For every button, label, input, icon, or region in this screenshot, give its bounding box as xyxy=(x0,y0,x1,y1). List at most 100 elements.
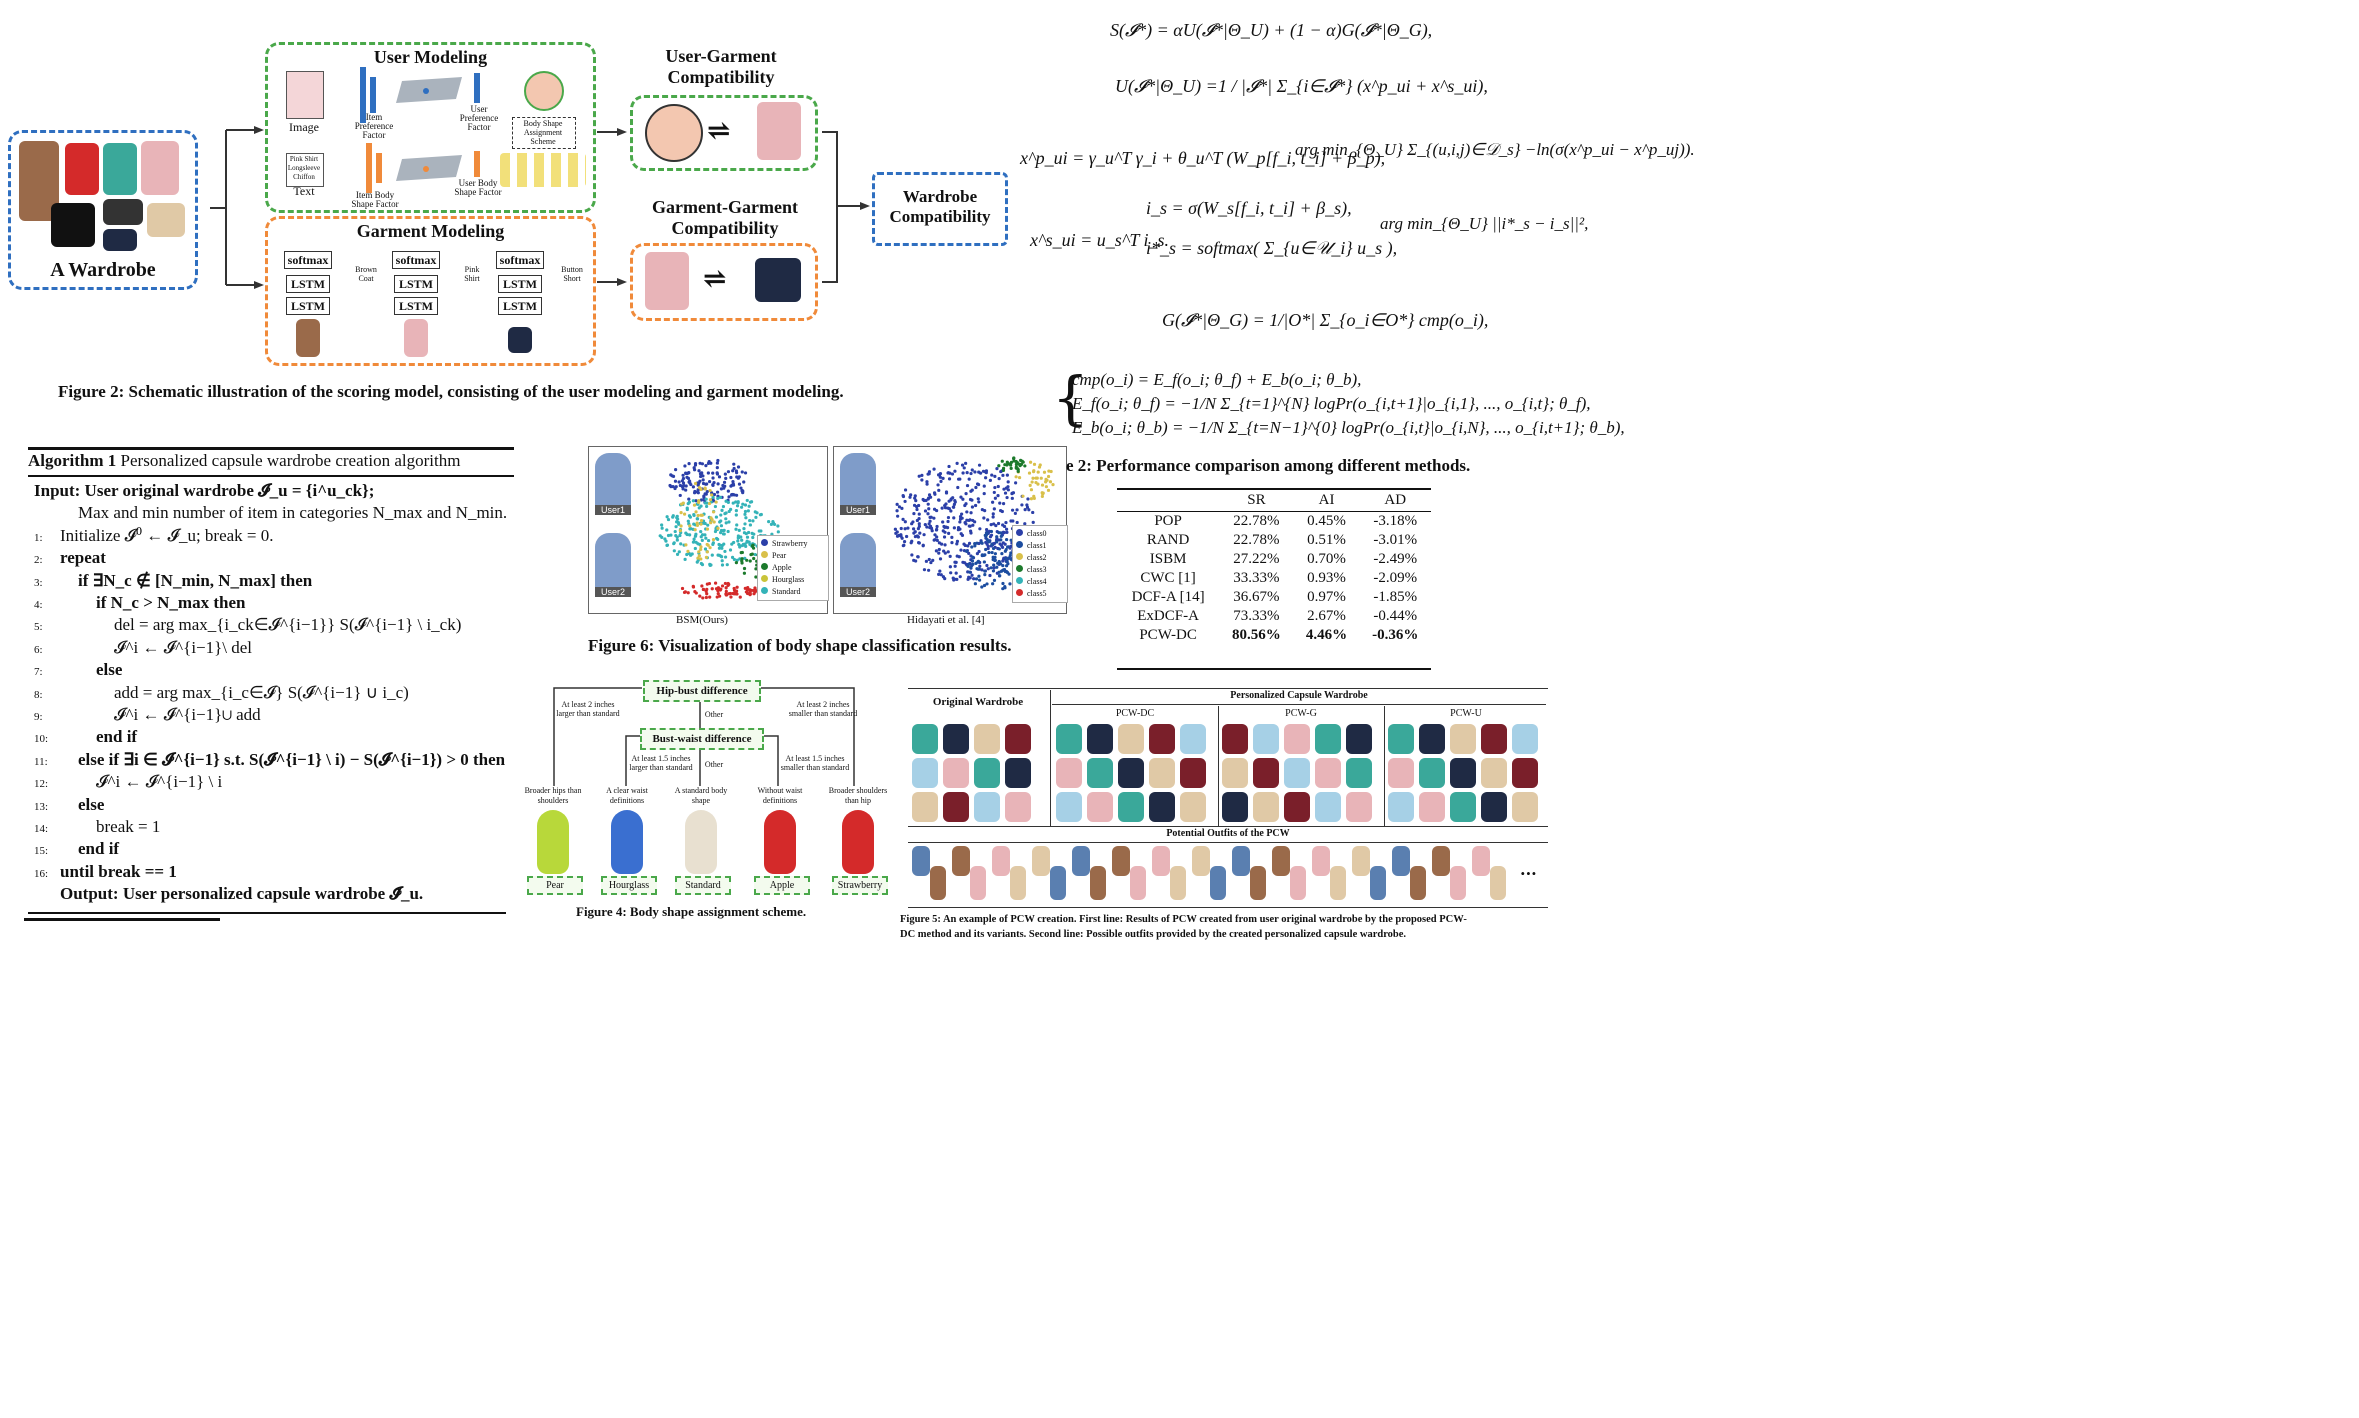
scatter-point xyxy=(718,594,722,598)
scatter-point xyxy=(683,557,687,561)
legend-label: Standard xyxy=(772,587,801,596)
garment-coat xyxy=(296,319,320,357)
hip-bust-node: Hip-bust difference xyxy=(643,680,761,702)
alg-line-text: del = arg max_{i_ck∈𝓘^{i−1}} S(𝓘^{i−1} \… xyxy=(114,615,462,635)
alg-line: 2:repeat xyxy=(34,548,106,568)
scatter-point xyxy=(902,539,907,544)
garment-thumb xyxy=(974,724,1000,754)
scatter-point xyxy=(682,512,687,516)
scatter-point xyxy=(749,588,753,593)
scatter-point xyxy=(724,499,728,503)
scatter-point xyxy=(726,470,731,474)
fig6-caption: Figure 6: Visualization of body shape cl… xyxy=(588,636,1012,655)
scatter-point xyxy=(1013,511,1017,515)
garment-thumb xyxy=(912,792,938,822)
scatter-point xyxy=(1031,470,1036,474)
garment-thumb xyxy=(1056,792,1082,822)
user-modeling-box: User Modeling Image Pink Shirt Longsleev… xyxy=(265,42,596,213)
scatter-point xyxy=(915,507,919,512)
scatter-point xyxy=(1007,556,1011,560)
scatter-point xyxy=(993,485,997,490)
pref-bar-1 xyxy=(360,67,366,123)
scatter-point xyxy=(991,582,995,586)
body-shape-desc: Broader hips than shoulders xyxy=(524,786,582,805)
scatter-point xyxy=(908,495,912,499)
ug-pink-shirt xyxy=(757,102,801,160)
scatter-point xyxy=(710,553,714,557)
garment-thumb xyxy=(1056,758,1082,788)
scatter-point xyxy=(982,516,986,520)
scatter-point xyxy=(900,506,904,510)
scatter-point xyxy=(952,505,956,509)
alg-line-number: 12: xyxy=(34,778,49,791)
scatter-point xyxy=(692,512,696,517)
scatter-point xyxy=(743,503,748,507)
scatter-point xyxy=(686,502,690,506)
alg-line-number: 11: xyxy=(34,755,48,768)
scatter-point xyxy=(926,472,930,476)
scatter-point xyxy=(927,507,931,511)
user-body-factor: User Body Shape Factor xyxy=(454,178,502,197)
fig4-tree-lines xyxy=(553,687,855,786)
alg-line: 7:else xyxy=(34,660,122,680)
legend-swatch xyxy=(761,551,768,558)
alg-line-text: else xyxy=(78,794,105,814)
table-row: DCF-A [14]36.67%0.97%-1.85% xyxy=(1117,588,1431,607)
scatter-point xyxy=(740,489,744,493)
scatter-point xyxy=(692,537,696,541)
lstm-b1: LSTM xyxy=(286,297,330,315)
scatter-point xyxy=(923,509,928,513)
scatter-point xyxy=(1006,562,1010,566)
scatter-point xyxy=(958,477,962,481)
scatter-point xyxy=(897,533,901,538)
scatter-point xyxy=(1009,519,1013,523)
user1-avatar-right xyxy=(840,453,876,515)
scatter-point xyxy=(1014,459,1018,464)
scatter-point xyxy=(736,534,740,538)
green-shirt-thumb xyxy=(103,143,137,195)
scatter-point xyxy=(705,504,709,509)
garment-thumb xyxy=(974,792,1000,822)
scatter-point xyxy=(683,464,687,468)
scatter-point xyxy=(1002,524,1007,529)
scatter-point xyxy=(729,507,733,511)
scatter-point xyxy=(722,542,726,546)
scatter-point xyxy=(984,547,988,552)
body-shape-desc: Broader shoulders than hip xyxy=(828,786,888,805)
scatter-point xyxy=(918,531,922,535)
table-cell: 22.78% xyxy=(1233,513,1280,529)
scatter-point xyxy=(983,573,987,577)
alg-line-number: 3: xyxy=(34,576,43,589)
table-header-cell: SR xyxy=(1219,490,1294,512)
fig5-variant-1: PCW-DC xyxy=(1115,708,1155,719)
garment-thumb xyxy=(1222,724,1248,754)
scatter-point xyxy=(732,557,736,562)
scatter-point xyxy=(974,485,978,490)
alg-bottom-rule xyxy=(28,912,506,914)
scatter-point xyxy=(917,474,921,478)
legend-label: class5 xyxy=(1027,589,1047,598)
outfit-bottom xyxy=(1330,866,1346,900)
scatter-point xyxy=(742,566,747,571)
scatter-point xyxy=(1045,478,1049,482)
fig5-ellipsis: ... xyxy=(1520,860,1537,879)
scatter-point xyxy=(895,509,899,513)
scatter-point xyxy=(1004,548,1008,552)
outfit-top xyxy=(1152,846,1170,876)
scatter-point xyxy=(926,502,930,506)
scatter-point xyxy=(726,489,730,493)
scatter-point xyxy=(715,461,720,465)
scatter-point xyxy=(677,480,681,484)
fig5-outfits-rule xyxy=(908,826,1548,827)
scatter-point xyxy=(739,550,743,555)
scatter-point xyxy=(914,559,918,563)
scatter-point xyxy=(696,500,701,504)
scatter-point xyxy=(978,527,982,531)
alg-line-number: 10: xyxy=(34,733,49,746)
scatter-point xyxy=(700,563,705,567)
alg-line-number: 7: xyxy=(34,666,43,679)
scatter-point xyxy=(732,466,736,471)
scatter-point xyxy=(944,490,949,494)
scatter-point xyxy=(723,472,727,476)
scatter-point xyxy=(959,495,963,499)
